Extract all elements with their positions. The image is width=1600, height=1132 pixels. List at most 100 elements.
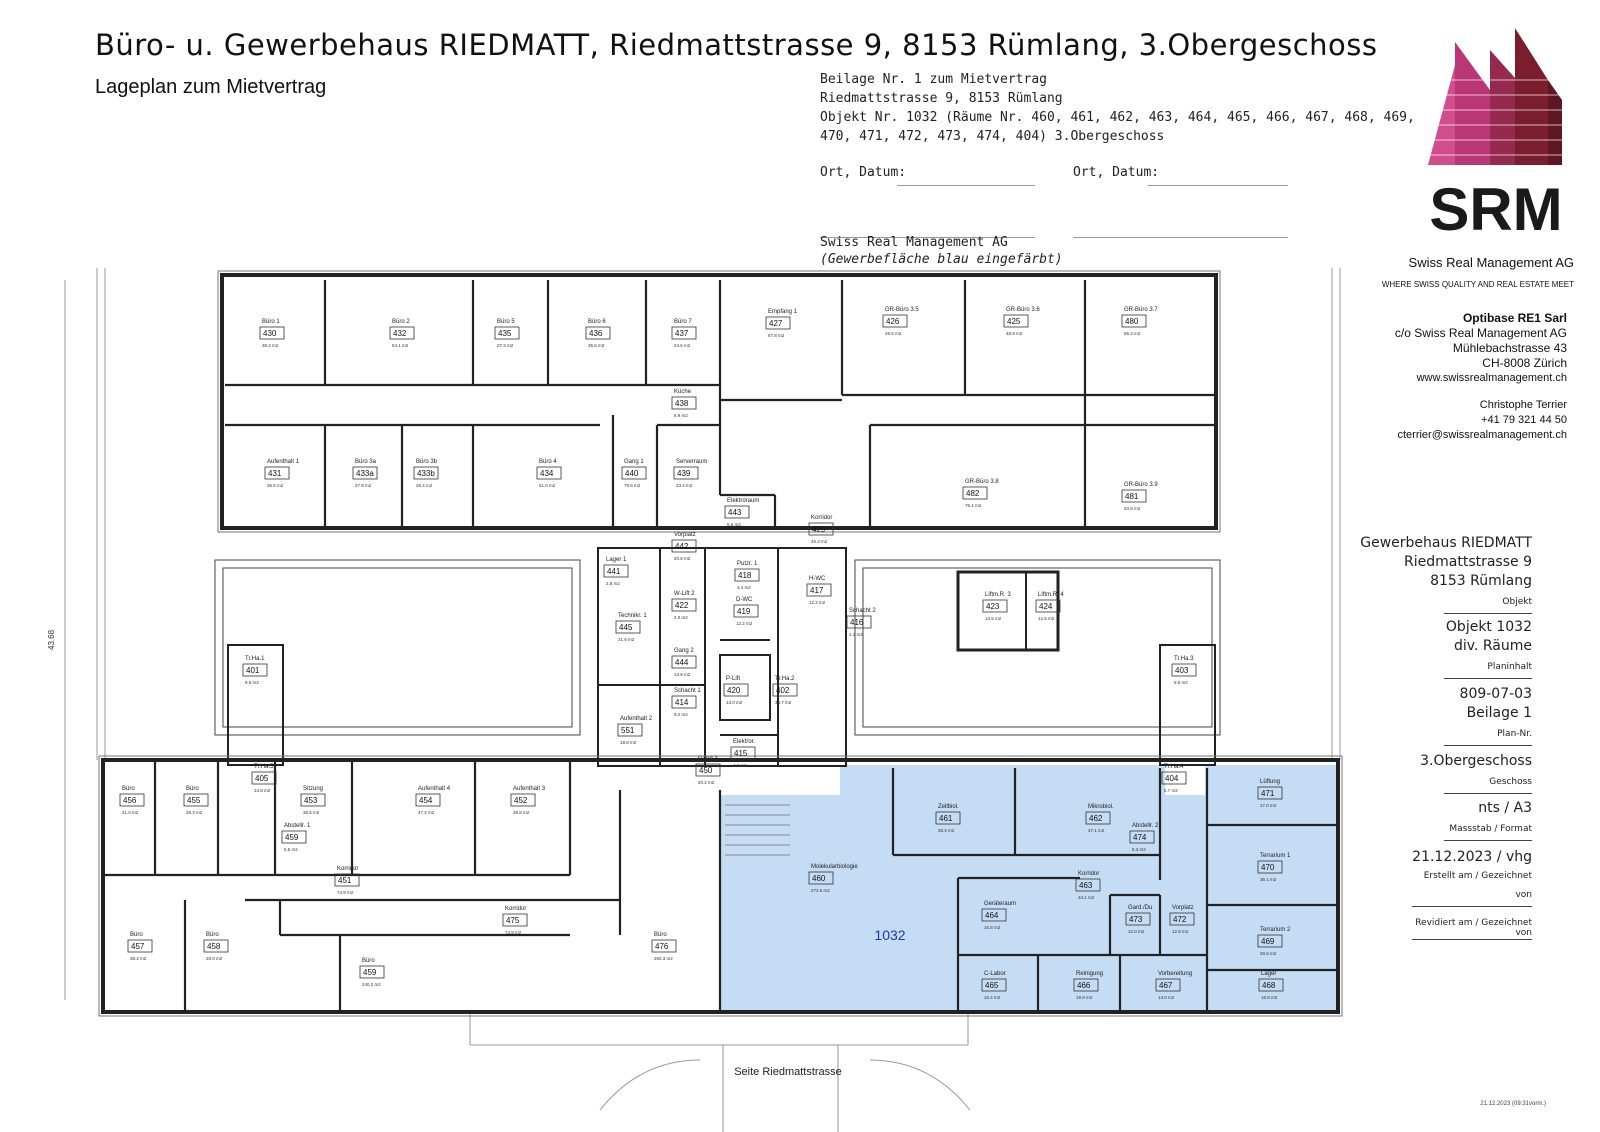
room-name: Büro 4 [539, 459, 557, 465]
room-area: 27.3 m2 [497, 343, 514, 348]
room-number: 414 [675, 698, 689, 707]
room-number: 441 [607, 567, 621, 576]
room-name: Abstellr. 2 [1132, 823, 1159, 829]
annex-line-1: Beilage Nr. 1 zum Mietvertrag [820, 72, 1047, 87]
room-area: 47.1 m2 [1088, 828, 1105, 833]
room-name: Reinigung [1076, 971, 1103, 977]
room-area: 20.8 m2 [674, 556, 691, 561]
plan-line-2: Beilage 1 [1466, 705, 1532, 721]
room-name: Mikrobiol. [1088, 804, 1114, 810]
room-name: Büro 2 [392, 319, 410, 325]
room-area: 35.5 m2 [303, 810, 320, 815]
room-area: 19.8 m2 [1076, 995, 1093, 1000]
room-number: 466 [1077, 981, 1091, 990]
room-area: 6.3 m2 [1132, 847, 1146, 852]
room-area: 51.0 m2 [539, 483, 556, 488]
room-area: 9.5 m2 [245, 680, 259, 685]
central-core [597, 547, 847, 767]
room-number-box [1035, 599, 1061, 613]
room-name: GR-Büro 3.5 [885, 307, 919, 313]
room-number: 434 [540, 469, 554, 478]
room-name: W-Lift 2 [674, 591, 695, 597]
room-area: 38.4 m2 [938, 828, 955, 833]
room-name: Aufenthalt 3 [513, 786, 546, 792]
contact-name: Optibase RE1 Sarl [1462, 311, 1567, 325]
annex-block: Beilage Nr. 1 zum Mietvertrag Riedmattst… [820, 70, 1415, 146]
room-number: 423 [986, 602, 1000, 611]
contact-web[interactable]: www.swissrealmanagement.ch [1416, 372, 1567, 384]
object-line-2: Riedmattstrasse 9 [1404, 554, 1532, 570]
room-area: 13.8 m2 [674, 672, 691, 677]
room-number: 462 [1089, 814, 1103, 823]
room-name: Vorplatz [674, 532, 696, 538]
room-area: 36.6 m2 [588, 343, 605, 348]
room-number-box [808, 871, 834, 885]
room-area: 9.5 m2 [1174, 680, 1188, 685]
room-name: GR-Büro 3.8 [965, 479, 999, 485]
room-number: 480 [1125, 317, 1139, 326]
room-area: 28.0 m2 [206, 956, 223, 961]
room-name: Aufenthalt 2 [620, 716, 653, 722]
room-area: 74.9 m2 [337, 890, 354, 895]
annex-line-2: Riedmattstrasse 9, 8153 Rümlang [820, 91, 1063, 106]
room-number-box [935, 811, 961, 825]
room-name: Büro [186, 786, 199, 792]
room-number: 405 [255, 774, 269, 783]
room-name: Büro 6 [588, 319, 606, 325]
room-name: GR-Büro 3.7 [1124, 307, 1158, 313]
room-area: 18.8 m2 [1261, 995, 1278, 1000]
room-number: 454 [419, 796, 433, 805]
room-number: 430 [263, 329, 277, 338]
room-name: Büro 3a [355, 459, 377, 465]
room-number: 404 [1165, 774, 1179, 783]
room-name: Elektror. [733, 739, 755, 745]
room-number-box [882, 314, 908, 328]
content-line-1: Objekt 1032 [1445, 619, 1532, 635]
room-number-box [352, 466, 378, 480]
room-area: 3.4 m2 [737, 585, 751, 590]
room-area: 12.9 m2 [1172, 929, 1189, 934]
room-number: 460 [812, 874, 826, 883]
room-area: 26.4 m2 [416, 483, 433, 488]
room-number: 450 [699, 766, 713, 775]
room-name: Küche [674, 389, 692, 395]
room-number: 425 [1007, 317, 1021, 326]
room-number: 457 [131, 942, 145, 951]
room-number-box [603, 564, 629, 578]
floor-value: 3.Obergeschoss [1420, 753, 1532, 769]
room-number-box [1125, 912, 1151, 926]
logo-text: SRM [1429, 176, 1562, 243]
room-name: Korridor [505, 906, 526, 912]
room-number: 439 [677, 469, 691, 478]
room-number-box [1075, 878, 1101, 892]
contact-email[interactable]: cterrier@swissrealmanagement.ch [1397, 429, 1567, 441]
room-name: Korridor [811, 515, 832, 521]
room-number-box [765, 316, 791, 330]
room-number: 440 [625, 469, 639, 478]
stairwells [227, 644, 1216, 766]
room-number-box [806, 583, 832, 597]
floor-caption: Geschoss [1444, 773, 1532, 794]
room-name: P-Lift [726, 676, 740, 682]
room-number: 431 [268, 469, 282, 478]
room-area: 63.8 m2 [1124, 506, 1141, 511]
object-line-1: Gewerbehaus RIEDMATT [1360, 535, 1532, 551]
room-area: 27.8 m2 [355, 483, 372, 488]
stair-treads [725, 804, 790, 856]
room-number: 427 [769, 319, 783, 328]
room-area: 39.7 m2 [775, 700, 792, 705]
